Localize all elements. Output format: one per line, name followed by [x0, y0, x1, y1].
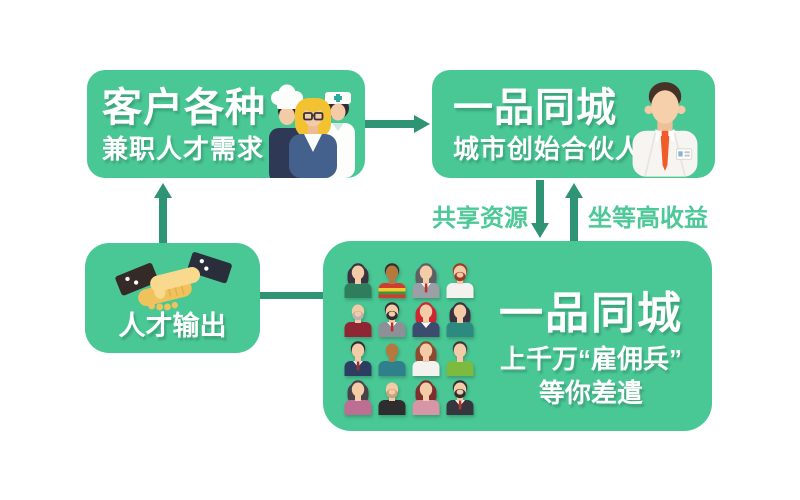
businessman-icon [632, 82, 698, 177]
avatar-icon [343, 260, 373, 298]
talent-output-label: 人才输出 [118, 311, 227, 341]
avatar-grid [341, 260, 477, 416]
avatar-icon [377, 338, 407, 376]
client-needs-title: 客户各种 [102, 86, 266, 130]
avatar-icon [411, 260, 441, 298]
arrow-partner-to-pool-shaft [536, 180, 544, 224]
avatar-icon [411, 338, 441, 376]
nurse-icon [321, 92, 355, 178]
avatar-icon [343, 299, 373, 337]
avatar-icon [445, 377, 475, 415]
high-income-label: 坐等高收益 [588, 205, 708, 232]
badge-icon [675, 148, 693, 160]
partner-title: 一品同城 [453, 86, 617, 130]
arrow-pool-to-partner-head [565, 183, 583, 198]
talent-output-box: 人才输出 [85, 243, 260, 353]
avatar-icon [377, 299, 407, 337]
arrow-talent-to-client-shaft [159, 197, 167, 243]
avatar-icon [377, 377, 407, 415]
arrow-partner-to-pool-head [531, 223, 549, 238]
arrow-client-to-partner-shaft [365, 120, 415, 128]
avatar-icon [445, 260, 475, 298]
avatar-icon [411, 377, 441, 415]
avatar-icon [377, 260, 407, 298]
talent-pool-line1: 上千万“雇佣兵” [499, 344, 682, 374]
blonde-woman-icon [289, 98, 337, 178]
connector-talent-to-pool [258, 292, 324, 299]
avatar-icon [343, 338, 373, 376]
partner-box: 一品同城 城市创始合伙人 [432, 70, 715, 178]
avatar-icon [445, 338, 475, 376]
avatar-icon [411, 299, 441, 337]
arrow-client-to-partner-head [414, 115, 430, 133]
talent-pool-line2: 等你差遣 [538, 378, 643, 408]
arrow-talent-to-client-head [154, 183, 172, 198]
partner-subtitle: 城市创始合伙人 [453, 134, 643, 164]
client-needs-subtitle: 兼职人才需求 [102, 134, 265, 164]
workers-group-icon [269, 84, 355, 178]
share-resources-label: 共享资源 [432, 205, 528, 232]
avatar-icon [445, 299, 475, 337]
avatar-icon [343, 377, 373, 415]
handshake-icon [114, 252, 232, 311]
talent-pool-box: 一品同城 上千万“雇佣兵” 等你差遣 [323, 241, 712, 431]
client-needs-box: 客户各种 兼职人才需求 [87, 70, 365, 178]
arrow-pool-to-partner-shaft [570, 197, 578, 241]
talent-pool-title: 一品同城 [499, 289, 683, 338]
